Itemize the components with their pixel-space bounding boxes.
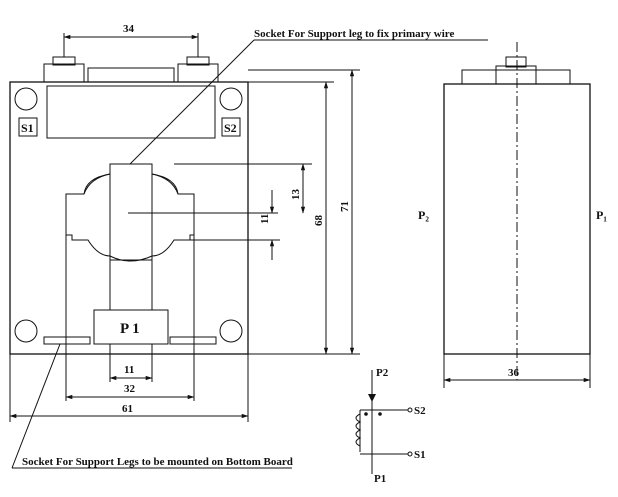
bottom-socket-left [43,336,91,345]
dim-71: 71 [339,201,351,212]
dim-36: 36 [508,367,520,379]
dim-11-vertical: 11 [259,214,271,224]
dim-34: 34 [123,23,135,35]
terminal-s1-top [43,63,85,83]
dim-13: 13 [290,189,302,201]
socket-bottom-callout: Socket For Support Legs to be mounted on… [22,456,293,468]
top-strip [87,67,175,83]
schem-s1: S1 [414,449,426,461]
p1-box [93,309,169,345]
callouts: Socket For Support leg to fix primary wi… [11,28,488,469]
schem-s2: S2 [414,405,426,417]
mounting-hole-br [219,319,243,343]
wire-socket [109,163,153,261]
p1-label: P 1 [120,321,140,337]
mounting-hole-tr [219,87,243,111]
socket-top-callout: Socket For Support leg to fix primary wi… [254,28,454,40]
terminal-s2-top [177,63,219,83]
dim-68: 68 [313,215,325,227]
side-view: 36 P₂ P₁ [418,42,607,388]
polarity-schematic: P2 P1 S2 S1 [355,367,426,485]
s1-label: S1 [21,121,34,135]
side-p2-label: P₂ [418,208,429,222]
schem-p2: P2 [376,367,389,379]
mounting-hole-bl [14,319,38,343]
s2-label: S2 [224,121,237,135]
dim-61: 61 [122,403,133,415]
schem-p1: P1 [374,473,386,485]
label-window [46,85,216,139]
bottom-socket-right [169,336,217,345]
dim-32: 32 [124,383,136,395]
dimensions-front: 34 13 11 68 71 11 32 61 [9,23,355,419]
dim-11-horizontal: 11 [124,364,134,376]
front-view: S1 S2 P 1 [9,33,360,422]
side-p1-label: P₁ [596,208,607,222]
secondary-coil [355,413,362,447]
front-body [9,81,249,355]
mounting-hole-tl [14,87,38,111]
